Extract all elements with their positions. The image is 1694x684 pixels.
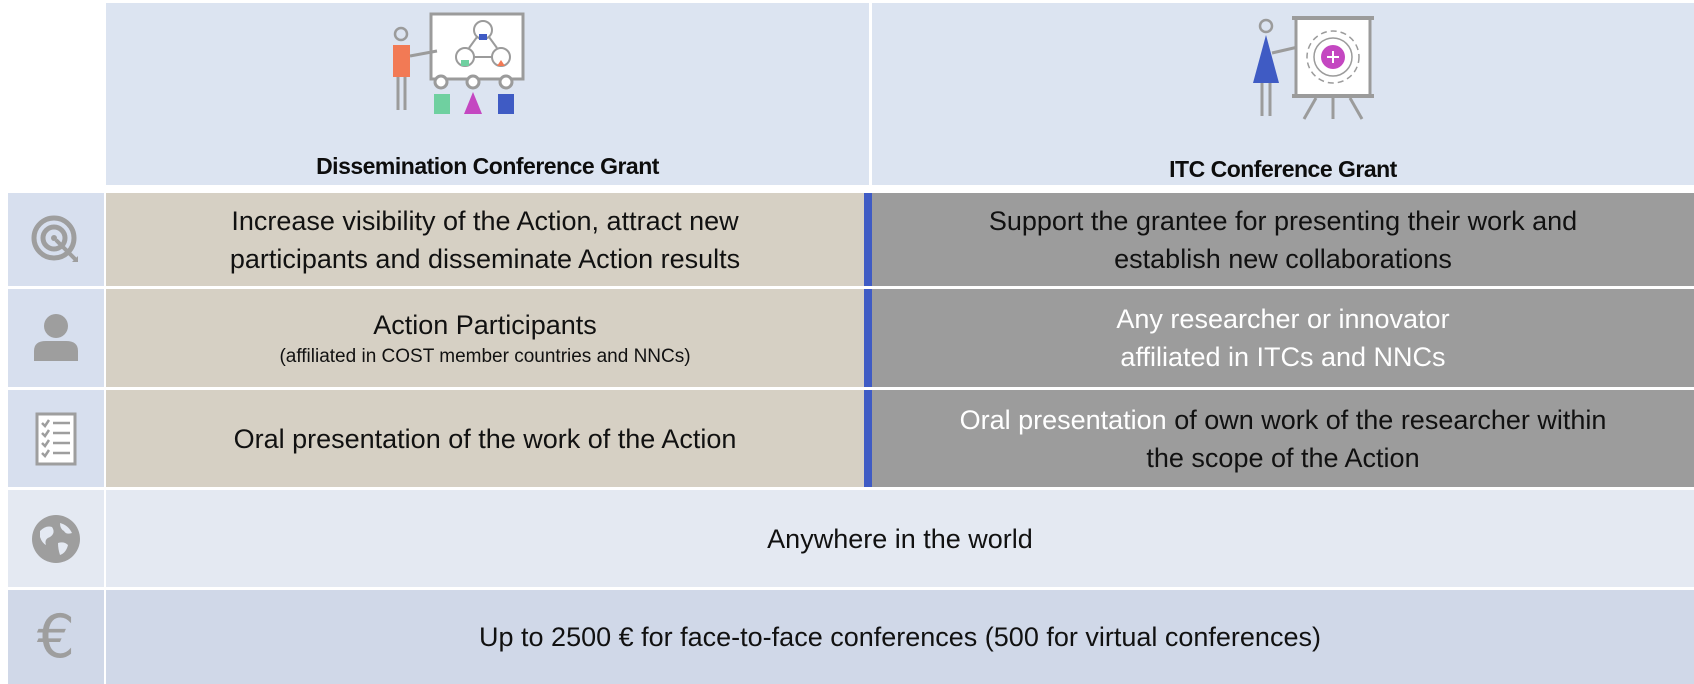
activity-left-text: Oral presentation of the work of the Act… [233, 423, 737, 454]
row-funding: Up to 2500 € for face-to-face conference… [106, 590, 1694, 684]
activity-right-highlight: Oral presentation [959, 404, 1167, 435]
row-activity-left: Oral presentation of the work of the Act… [106, 390, 864, 487]
left-column-title: Dissemination Conference Grant [316, 153, 659, 179]
divider-bar [864, 390, 872, 487]
checklist-icon [35, 412, 77, 465]
presenter-network-icon [393, 12, 525, 114]
target-icon [31, 215, 78, 262]
row-location: Anywhere in the world [106, 490, 1694, 587]
activity-right-line1: Oral presentation of own work of the res… [960, 401, 1607, 439]
person-icon [34, 314, 78, 361]
row-objective-icon-cell [8, 193, 104, 286]
header-right: ITC Conference Grant [872, 3, 1694, 185]
objective-left-line2: participants and disseminate Action resu… [229, 243, 741, 274]
activity-right-rest: of own work of the researcher within [1166, 404, 1607, 435]
presenter-easel-icon [1253, 16, 1374, 120]
row-participants-icon-cell [8, 289, 104, 387]
row-participants-right: Any researcher or innovator affiliated i… [872, 289, 1694, 387]
row-participants-left: Action Participants (affiliated in COST … [106, 289, 864, 387]
participants-right-line1: Any researcher or innovator [1116, 304, 1450, 334]
objective-right-line1: Support the grantee for presenting their… [988, 205, 1578, 236]
participants-left-sub: (affiliated in COST member countries and… [279, 346, 691, 367]
row-funding-icon-cell: € [8, 590, 104, 684]
globe-icon [32, 514, 80, 563]
row-activity-icon-cell [8, 390, 104, 487]
objective-left-line1: Increase visibility of the Action, attra… [231, 205, 739, 236]
participants-left-main: Action Participants [373, 310, 597, 340]
activity-right-line2: the scope of the Action [1146, 442, 1420, 473]
funding-text: Up to 2500 € for face-to-face conference… [479, 622, 1321, 652]
location-text: Anywhere in the world [767, 523, 1033, 554]
objective-right-line2: establish new collaborations [1114, 243, 1452, 274]
right-column-title: ITC Conference Grant [1169, 156, 1397, 182]
participants-right-line2: affiliated in ITCs and NNCs [1120, 342, 1446, 372]
row-location-icon-cell [8, 490, 104, 587]
row-activity-right: Oral presentation of own work of the res… [872, 390, 1694, 487]
row-objective-left: Increase visibility of the Action, attra… [106, 193, 864, 286]
divider-bar [864, 193, 872, 286]
header-left: Dissemination Conference Grant [106, 3, 869, 185]
divider-bar [864, 289, 872, 387]
row-objective-right: Support the grantee for presenting their… [872, 193, 1694, 286]
euro-icon: € [36, 602, 76, 672]
